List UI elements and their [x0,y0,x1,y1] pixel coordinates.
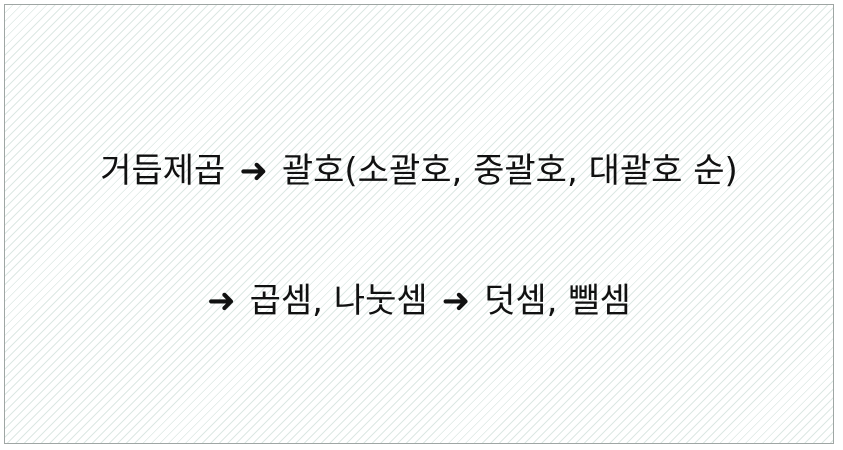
arrow-right-icon: ➜ [239,151,268,191]
add-subtract-step: 덧셈, 뺄셈 [484,281,631,321]
exponent-step: 거듭제곱 [100,151,226,191]
arrow-right-icon: ➜ [441,281,471,321]
order-of-operations-card: 거듭제곱 ➜ 괄호(소괄호, 중괄호, 대괄호 순) ➜ 곱셈, 나눗셈 ➜ 덧셈, 뺄셈 [4,4,834,444]
order-line-1: 거듭제곱 ➜ 괄호(소괄호, 중괄호, 대괄호 순) [5,143,833,192]
parentheses-step: 괄호(소괄호, 중괄호, 대괄호 순) [281,151,738,191]
multiply-divide-step: 곱셈, 나눗셈 [249,281,428,321]
order-line-2: ➜ 곱셈, 나눗셈 ➜ 덧셈, 뺄셈 [5,273,833,322]
arrow-right-icon: ➜ [207,281,236,321]
